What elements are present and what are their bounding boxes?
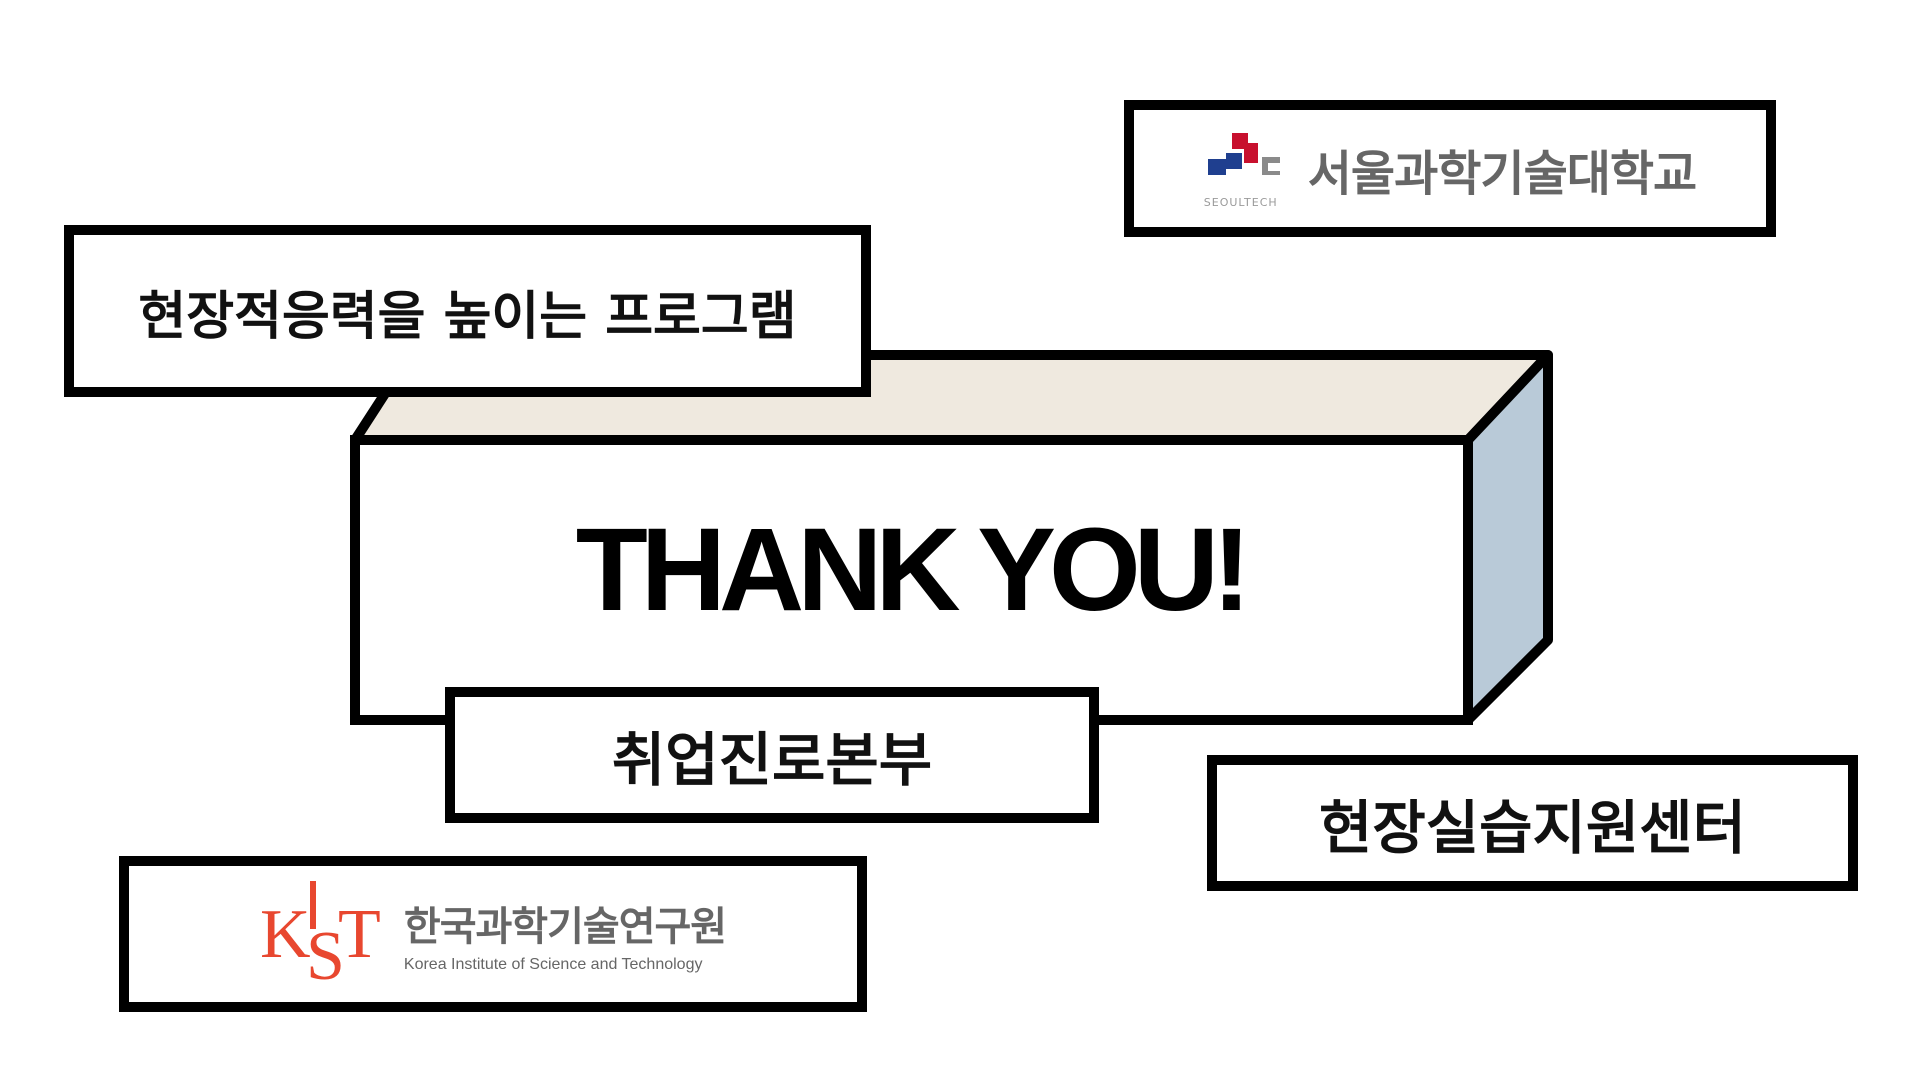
- program-label-box: 현장적응력을 높이는 프로그램: [64, 225, 871, 397]
- career-center-box: 취업진로본부: [445, 687, 1099, 823]
- seoultech-name: 서울과학기술대학교: [1307, 145, 1697, 202]
- internship-center-box: 현장실습지원센터: [1207, 755, 1858, 891]
- seoultech-emblem-icon: SEOULTECH: [1204, 129, 1294, 209]
- kist-emblem-icon: K S T: [260, 881, 380, 989]
- program-label: 현장적응력을 높이는 프로그램: [138, 286, 797, 347]
- svg-text:K: K: [260, 896, 311, 973]
- seoultech-sub-text: SEOULTECH: [1203, 195, 1278, 209]
- thank-you-text: THANK YOU!: [575, 504, 1252, 636]
- kist-logo: K S T 한국과학기술연구원 Korea Institute of Scien…: [260, 881, 727, 989]
- kist-logo-box: K S T 한국과학기술연구원 Korea Institute of Scien…: [119, 856, 867, 1012]
- svg-text:S: S: [306, 918, 345, 989]
- seoultech-logo: SEOULTECH 서울과학기술대학교: [1204, 129, 1697, 209]
- career-center-label: 취업진로본부: [611, 726, 933, 794]
- internship-center-label: 현장실습지원센터: [1319, 794, 1746, 862]
- kist-english-name: Korea Institute of Science and Technolog…: [403, 956, 703, 973]
- box-front-face: [350, 435, 1473, 725]
- svg-text:T: T: [338, 896, 380, 973]
- kist-name: 한국과학기술연구원: [403, 904, 727, 950]
- seoultech-logo-box: SEOULTECH 서울과학기술대학교: [1124, 100, 1776, 237]
